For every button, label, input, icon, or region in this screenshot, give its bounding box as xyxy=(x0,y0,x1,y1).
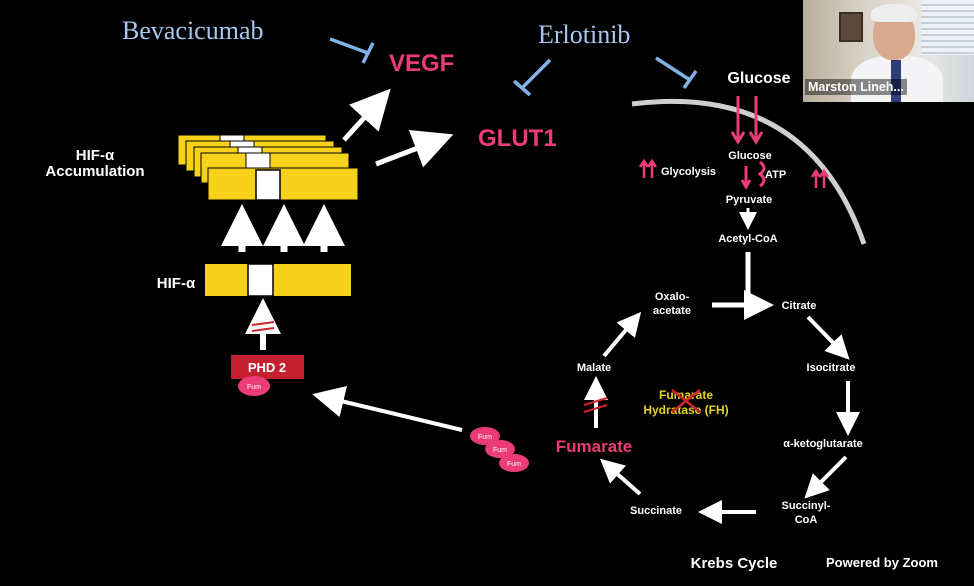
inhibitor-bevacizumab-vegf xyxy=(329,37,375,64)
atp-up-arrows xyxy=(810,168,830,188)
hif-alpha-domain xyxy=(247,263,274,297)
oxaloacetate-label-1: Oxalo- xyxy=(655,291,690,303)
hif-accumulation-label-2: Accumulation xyxy=(45,163,144,180)
glycolysis-step-arrows xyxy=(740,160,766,191)
hif-accumulation-stack xyxy=(177,134,359,201)
block-mark-fumarate xyxy=(583,397,608,413)
isocitrate-label: Isocitrate xyxy=(807,362,856,374)
succinate-label: Succinate xyxy=(630,505,682,517)
powered-by-zoom-label: Powered by Zoom xyxy=(826,555,938,570)
glycolysis-label: Glycolysis xyxy=(661,166,716,178)
glucose-extracellular-label: Glucose xyxy=(727,70,790,87)
phd2-label: PHD 2 xyxy=(248,360,286,375)
oxaloacetate-label-2: acetate xyxy=(653,305,691,317)
hif-accumulation-label-1: HIF-α xyxy=(76,147,115,164)
phd2-box xyxy=(231,355,304,379)
inhibitor-erlotinib-glut1 xyxy=(512,58,552,97)
glucose-label: Glucose xyxy=(728,150,771,162)
fum-badge-3-label: Fum xyxy=(507,461,521,468)
glucose-transport-arrows xyxy=(730,96,764,145)
fum-cluster xyxy=(470,427,529,472)
erlotinib-label: Erlotinib xyxy=(538,20,630,49)
krebs-cycle-arrows xyxy=(584,311,860,524)
video-person-tie xyxy=(891,60,901,102)
pyruvate-label: Pyruvate xyxy=(726,194,772,206)
acetyl-coa-label: Acetyl-CoA xyxy=(718,233,777,245)
succinyl-coa-label-2: CoA xyxy=(795,514,818,526)
fum-badge-phd2 xyxy=(238,376,270,396)
alpha-ketoglutarate-label: α-ketoglutarate xyxy=(783,438,863,450)
video-window-blinds xyxy=(921,0,974,55)
succinyl-coa-label-1: Succinyl- xyxy=(782,500,831,512)
enzyme-cross-mark xyxy=(671,389,701,413)
participant-video-tile[interactable]: Marston Lineh... xyxy=(803,0,974,102)
citrate-label: Citrate xyxy=(782,300,817,312)
video-picture-frame xyxy=(839,12,863,42)
accumulation-arrows xyxy=(221,204,345,252)
fumarate-label: Fumarate xyxy=(556,437,633,456)
arrow-stack-to-vegf xyxy=(342,88,391,142)
hif-alpha-label: HIF-α xyxy=(157,275,196,292)
bevacizumab-label: Bevacicumab xyxy=(122,16,264,45)
fum-badge-phd2-label: Fum xyxy=(247,384,261,391)
vegf-label: VEGF xyxy=(389,50,454,77)
glycolysis-up-arrows xyxy=(638,158,658,178)
krebs-cycle-title: Krebs Cycle xyxy=(691,555,778,572)
arrow-fum-to-phd2 xyxy=(312,386,463,432)
participant-name-label: Marston Lineh... xyxy=(805,79,907,95)
cell-membrane xyxy=(631,98,867,245)
glut1-label: GLUT1 xyxy=(478,125,557,152)
atp-label: ATP xyxy=(765,169,786,181)
video-person-hair xyxy=(871,4,917,22)
fumarate-hydratase-label-2: Hydratase (FH) xyxy=(643,403,728,417)
inhibitor-erlotinib-glucose xyxy=(655,56,698,90)
block-mark-phd2 xyxy=(251,321,275,332)
hif-alpha-bar xyxy=(205,264,351,296)
fum-badge-2-label: Fum xyxy=(493,447,507,454)
malate-label: Malate xyxy=(577,362,611,374)
arrow-stack-to-glut1 xyxy=(375,130,454,168)
fum-badge-1-label: Fum xyxy=(478,434,492,441)
